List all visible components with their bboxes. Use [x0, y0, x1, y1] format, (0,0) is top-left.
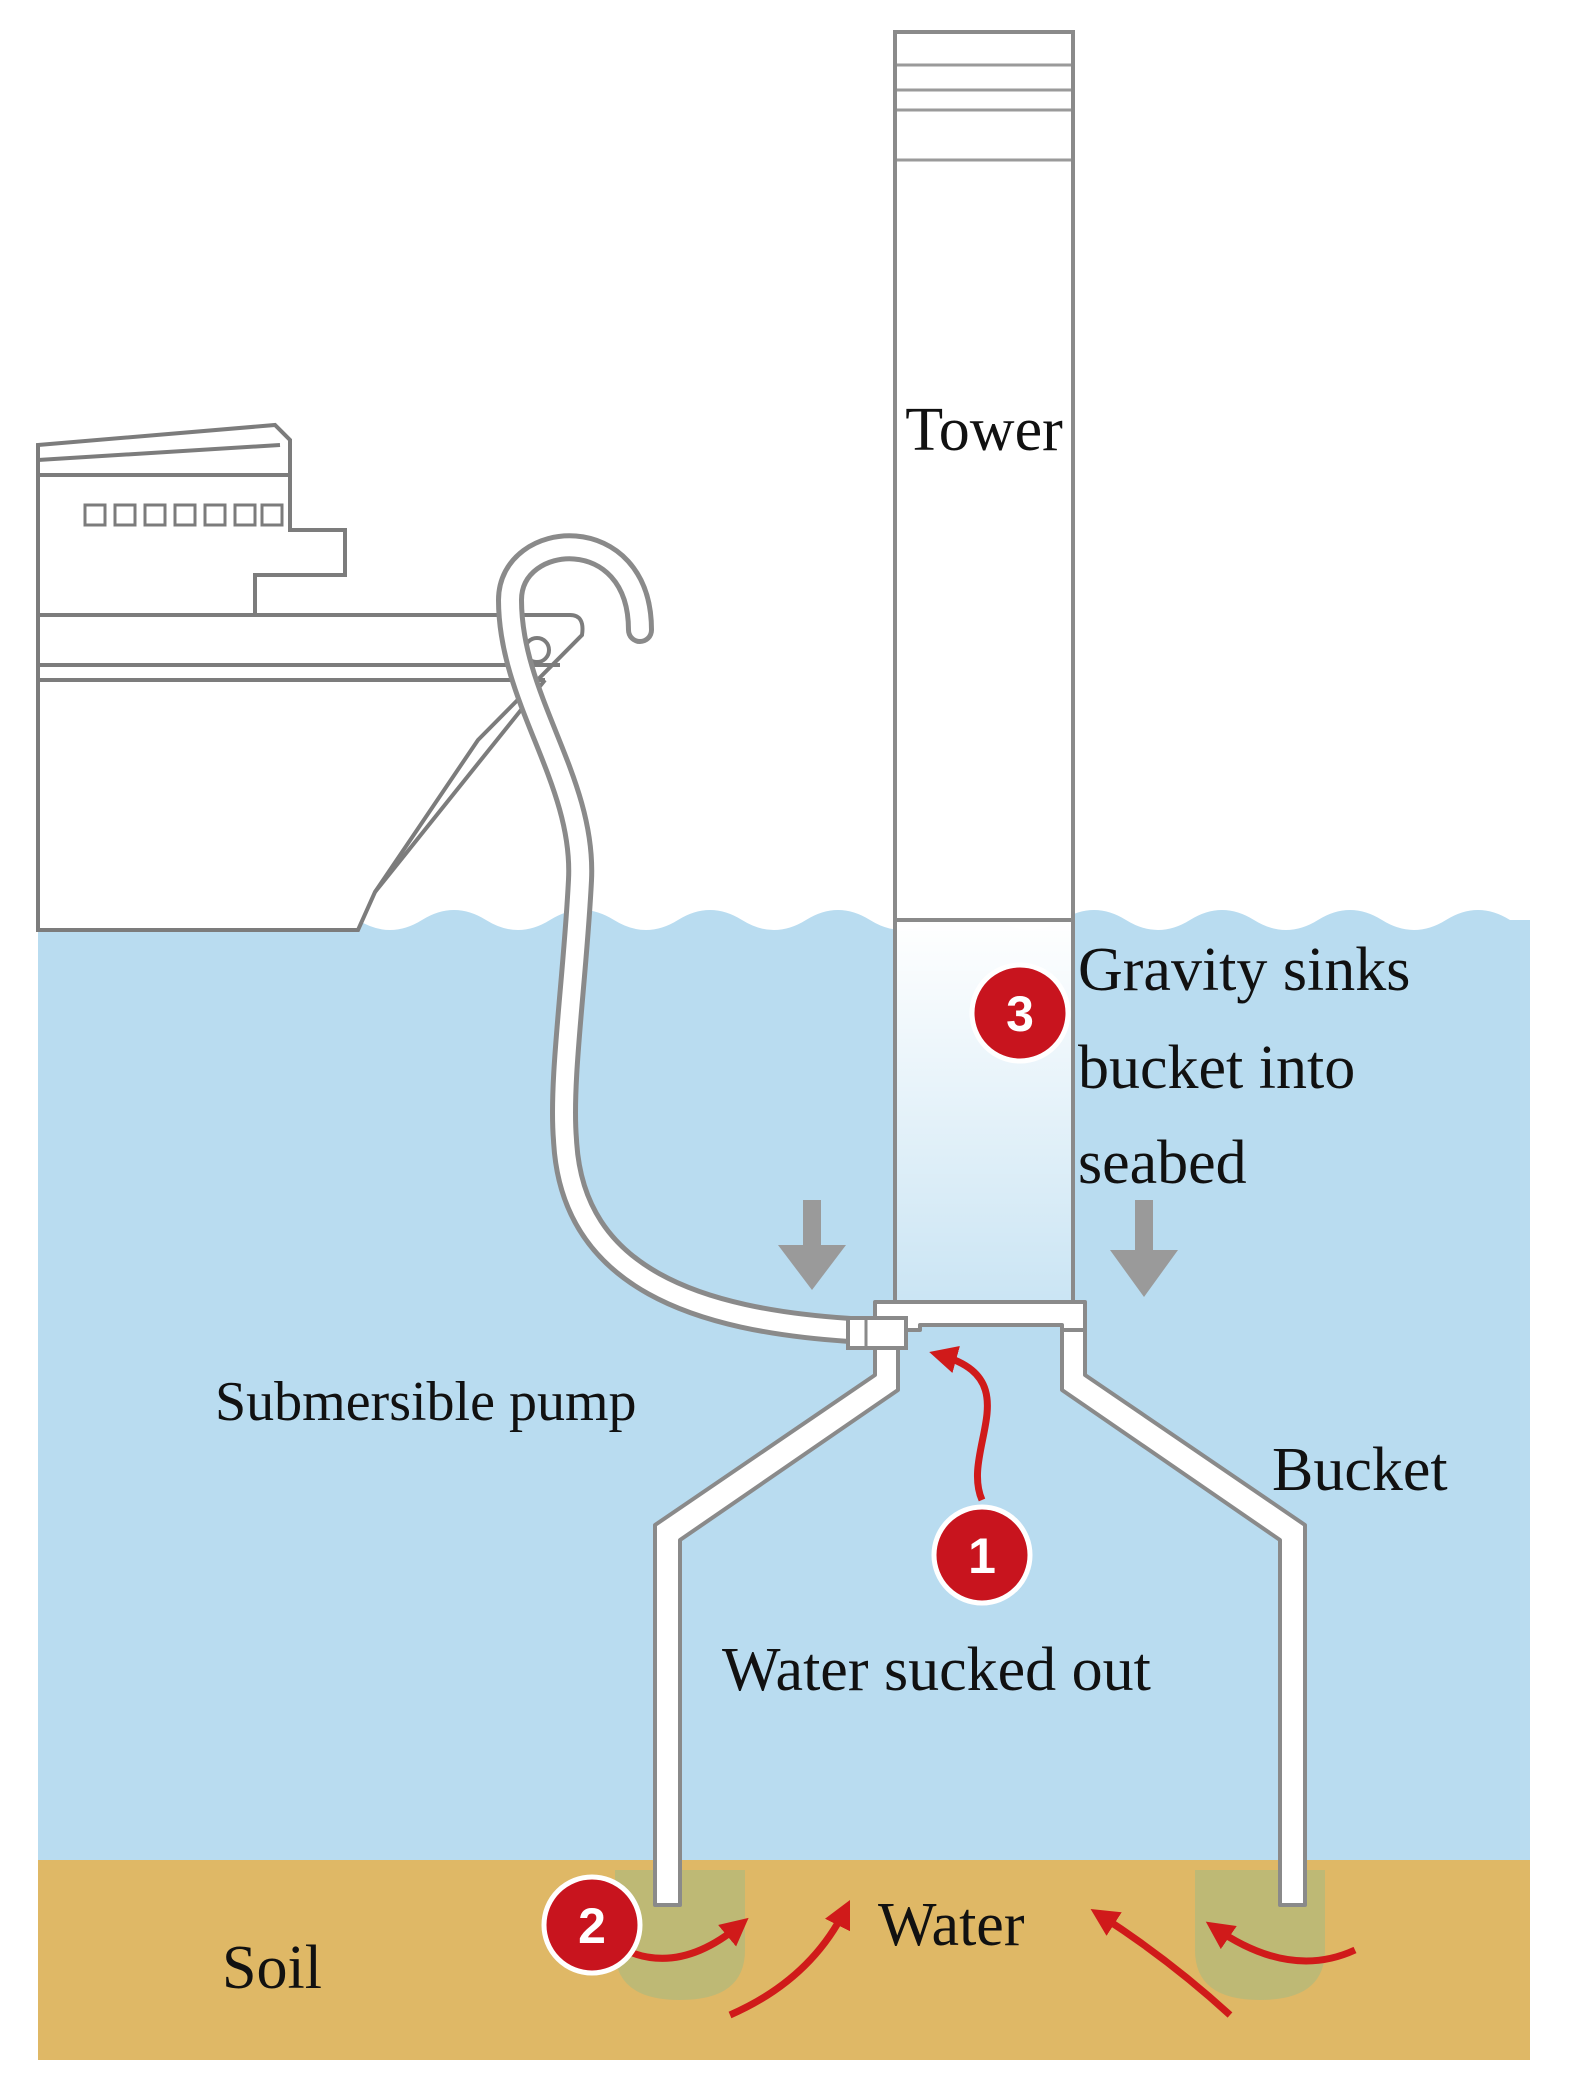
- ship-roof-line: [37, 443, 281, 462]
- step-number-3: 3: [1006, 986, 1034, 1042]
- sea-water: [38, 910, 1530, 1860]
- tower-top: [893, 30, 1075, 924]
- water-sucked-out-label: Water sucked out: [722, 1636, 1151, 1704]
- soil-label: Soil: [222, 1934, 322, 2002]
- submersible-pump-label: Submersible pump: [215, 1371, 637, 1433]
- flow-arrow-left-skirt: [623, 1917, 749, 1962]
- ship-superstructure: [36, 473, 347, 617]
- step-badge-3: 3: [969, 962, 1071, 1064]
- ship-bow-line: [373, 678, 547, 894]
- gravity-label-line3: seabed: [1078, 1129, 1247, 1197]
- flow-arrow-left-center: [728, 1899, 851, 2019]
- step-number-1: 1: [968, 1528, 996, 1584]
- vessel: [36, 422, 585, 932]
- step-badge-1: 1: [931, 1504, 1033, 1606]
- bucket-label: Bucket: [1272, 1436, 1448, 1504]
- bucket-wall-right: [1060, 1328, 1307, 1907]
- flow-arrow-right-skirt: [1205, 1921, 1357, 1965]
- suction-bucket: [653, 1300, 1307, 1907]
- flow-arrow-suction: [929, 1346, 991, 1502]
- soil-zone-left: [615, 1870, 745, 2000]
- step-badge-2: 2: [541, 1874, 643, 1976]
- ship-windows: [83, 503, 284, 527]
- water-label: Water: [878, 1891, 1025, 1959]
- tower-cap-lines: [897, 63, 1071, 162]
- gravity-label-line2: bucket into: [1078, 1034, 1355, 1102]
- bucket-lid: [873, 1300, 1087, 1332]
- step-number-2: 2: [578, 1898, 606, 1954]
- ship-hull: [36, 613, 585, 932]
- gravity-label-line1: Gravity sinks: [1078, 936, 1410, 1004]
- sink-arrow-left: [778, 1200, 846, 1290]
- suction-hose-inner: [500, 538, 859, 1339]
- sink-arrow-right: [1110, 1200, 1178, 1297]
- tower-label: Tower: [905, 396, 1063, 464]
- flow-arrow-right-center: [1090, 1908, 1233, 2018]
- pump-body: [846, 1316, 908, 1350]
- ship-roof: [36, 422, 292, 477]
